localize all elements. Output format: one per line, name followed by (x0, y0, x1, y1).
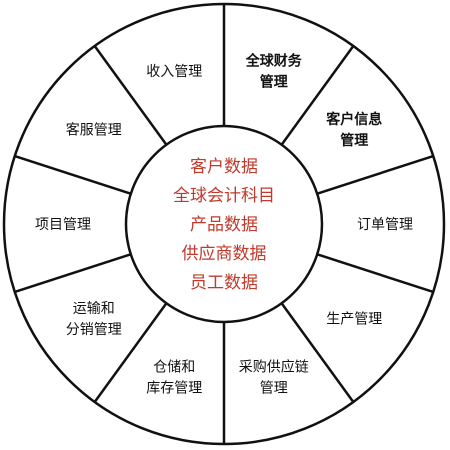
segment-divider (316, 253, 434, 294)
center-data-item: 全球会计科目 (173, 186, 275, 206)
center-data-item: 客户数据 (190, 157, 258, 177)
segment-label: 管理 (260, 381, 288, 397)
segment-label: 客服管理 (66, 121, 122, 138)
segment-label: 全球财务 (245, 52, 303, 69)
segment-label: 管理 (260, 73, 288, 90)
segment-label: 管理 (340, 132, 368, 149)
segment-label: 运输和 (73, 301, 115, 317)
segment-label: 分销管理 (66, 322, 122, 338)
segment-divider (93, 302, 168, 403)
segment-label: 项目管理 (35, 217, 91, 233)
segment-label: 收入管理 (146, 64, 202, 80)
segment-divider (316, 154, 434, 195)
center-data-item: 产品数据 (190, 215, 258, 235)
segment-label: 仓储和 (153, 360, 195, 376)
center-data-item: 供应商数据 (182, 244, 267, 264)
segment-label: 采购供应链 (239, 359, 309, 376)
segment-divider (280, 45, 355, 146)
segment-divider (14, 253, 132, 294)
segment-label: 客户信息 (325, 111, 382, 128)
segment-divider (280, 302, 355, 403)
segment-divider (93, 45, 168, 146)
segment-label: 订单管理 (357, 217, 413, 233)
segment-label: 生产管理 (326, 312, 382, 328)
center-data-item: 员工数据 (190, 273, 258, 293)
segment-divider (14, 154, 132, 195)
segment-label: 库存管理 (146, 381, 202, 397)
